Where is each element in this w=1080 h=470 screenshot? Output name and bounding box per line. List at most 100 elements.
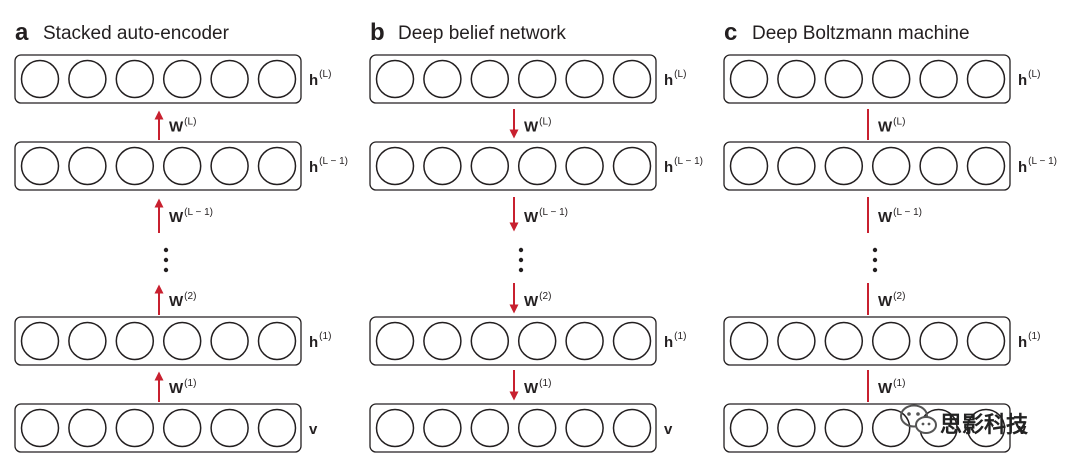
layer-box [14,403,302,453]
weight-label: W(L) [524,117,551,136]
layer-box [723,316,1011,366]
unit-node [115,146,155,186]
unit-node [375,408,415,448]
unit-node [966,146,1006,186]
unit-node [565,321,604,361]
connection-3: W(2) [509,283,551,314]
connection-2: W(L − 1) [867,197,922,233]
connection-3: W(2) [867,283,905,315]
unit-node [470,146,510,186]
unit-node [162,146,202,186]
unit-node [871,146,911,186]
watermark-text: 思影科技 [940,413,1029,438]
unit-node [777,146,816,186]
unit-node [517,59,557,99]
layer-label: h(1) [1018,331,1040,351]
unit-node [68,59,107,99]
panel-title: Stacked auto-encoder [43,23,230,44]
layer-label: v [664,421,673,438]
layer-box [14,54,302,104]
unit-node [20,321,60,361]
unit-node [20,59,60,99]
panel-letter: c [724,19,737,46]
weight-label: W(2) [878,291,905,310]
layer-h-0: h(L) [369,54,686,104]
unit-node [729,146,769,186]
unit-node [777,59,816,99]
unit-node [612,321,652,361]
unit-node [257,408,297,448]
unit-node [824,59,864,99]
layer-box [14,141,302,191]
weight-label: W(2) [524,291,551,310]
unit-node [210,59,249,99]
unit-node [919,321,958,361]
unit-node [729,59,769,99]
weight-label: W(L − 1) [524,207,568,226]
weight-label: W(L − 1) [169,207,213,226]
unit-node [871,59,911,99]
unit-node [210,321,249,361]
connection-4: W(1) [509,370,551,401]
connection-1: W(L) [509,109,551,139]
unit-node [517,146,557,186]
unit-node [115,59,155,99]
unit-node [824,146,864,186]
layer-v: v [369,403,673,453]
unit-node [162,59,202,99]
layer-label: h(1) [664,331,686,351]
unit-node [210,408,249,448]
layer-label: v [309,421,318,438]
unit-node [517,408,557,448]
unit-node [423,321,462,361]
unit-node [115,321,155,361]
weight-label: W(1) [524,378,551,397]
unit-node [423,59,462,99]
unit-node [919,146,958,186]
layer-box [14,316,302,366]
unit-node [729,321,769,361]
unit-node [210,146,249,186]
panel-title: Deep belief network [398,23,566,44]
unit-node [20,146,60,186]
layer-box [369,316,657,366]
unit-node [20,408,60,448]
weight-label: W(L − 1) [878,207,922,226]
connection-1: W(L) [154,110,196,140]
layer-box [369,54,657,104]
layer-label: h(L) [1018,69,1040,89]
weight-label: W(1) [878,378,905,397]
weight-label: W(1) [169,378,196,397]
unit-node [470,321,510,361]
layer-box [723,403,1011,453]
layer-h-1: h(L − 1) [723,141,1057,191]
connection-4: W(1) [154,371,196,402]
unit-node [729,408,769,448]
unit-node [612,59,652,99]
layer-h-2: h(1) [369,316,686,366]
layer-label: v [1018,421,1027,438]
unit-node [565,59,604,99]
unit-node [470,59,510,99]
connection-1: W(L) [867,109,905,140]
connection-2: W(L − 1) [509,197,568,232]
unit-node [68,146,107,186]
unit-node [966,321,1006,361]
unit-node [375,59,415,99]
unit-node [257,321,297,361]
unit-node [68,321,107,361]
unit-node [824,408,864,448]
layer-label: h(L) [664,69,686,89]
unit-node [257,146,297,186]
unit-node [423,408,462,448]
ellipsis-icon [872,247,878,273]
unit-node [824,321,864,361]
weight-label: W(2) [169,291,196,310]
unit-node [565,146,604,186]
unit-node [565,408,604,448]
layer-v: v [14,403,318,453]
layer-h-1: h(L − 1) [369,141,703,191]
